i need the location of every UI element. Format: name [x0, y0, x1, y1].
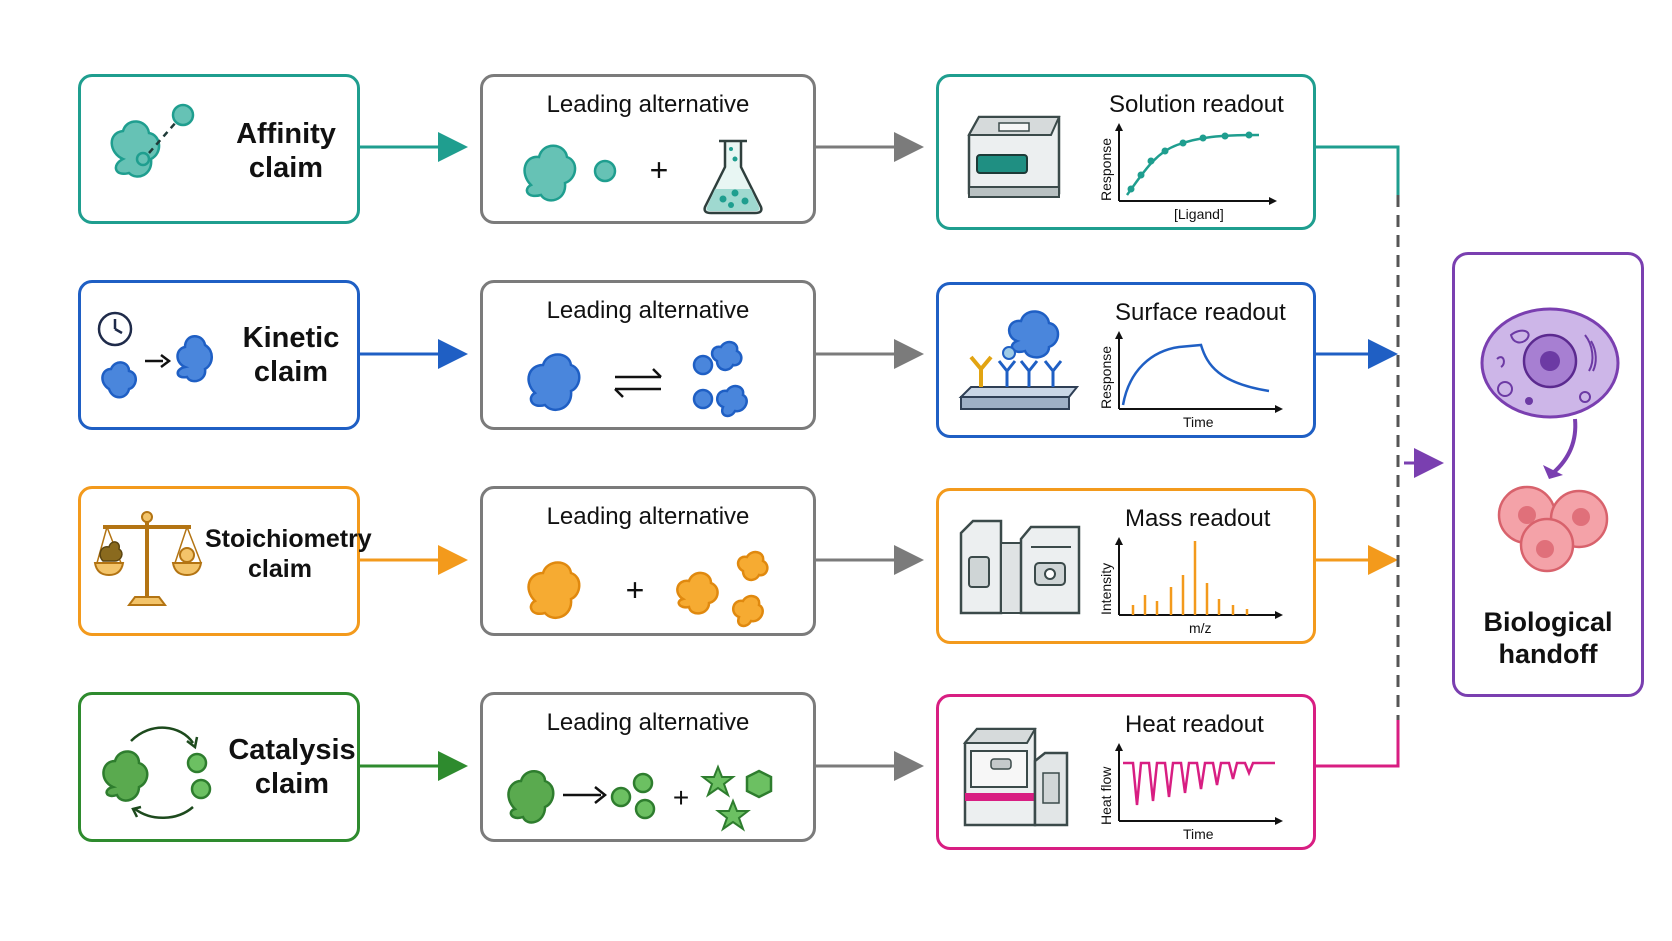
stoichiometry-claim-line2: claim [248, 554, 312, 583]
heat-readout-title: Heat readout [1125, 711, 1264, 738]
clock-binding-icon [97, 311, 213, 399]
x-axis-label: m/z [1189, 620, 1212, 636]
kinetic-claim-line1: Kinetic [242, 322, 340, 354]
conversion-products-icon: + [507, 764, 773, 832]
cells-icon [1497, 485, 1609, 573]
mass-readout-box: Mass readout Intensity m/z [936, 488, 1316, 644]
kinetic-claim-box: Kinetic claim [78, 280, 360, 430]
handoff-line1: Biological [1483, 607, 1613, 637]
svg-text:+: + [673, 782, 689, 813]
balance-scale-icon [93, 511, 203, 606]
mass-readout-title: Mass readout [1125, 505, 1271, 532]
kinetic-claim-line2: claim [253, 356, 329, 389]
kinetic-alternative-box: Leading alternative [480, 280, 816, 430]
surface-sensor-icon [958, 310, 1080, 410]
binding-curve-plot: Response [Ligand] [1098, 123, 1277, 222]
alternative-title: Leading alternative [546, 91, 750, 118]
mass-spectrum-plot: Intensity m/z [1098, 537, 1283, 636]
stoichiometry-alternative-box: Leading alternative + [480, 486, 816, 636]
x-axis-label: Time [1183, 826, 1214, 842]
y-axis-label: Response [1098, 138, 1114, 201]
solution-readout-box: Solution readout Response [Ligand] [936, 74, 1316, 230]
catalysis-claim-line2: claim [254, 768, 330, 801]
y-axis-label: Response [1098, 346, 1114, 409]
surface-readout-title: Surface readout [1115, 299, 1286, 326]
protein-plus-flask-icon: + [523, 139, 763, 215]
stoichiometry-claim-box: Stoichiometry claim [78, 486, 372, 636]
alternative-title: Leading alternative [546, 297, 750, 324]
heat-readout-box: Heat readout Heat flow Time [936, 694, 1316, 850]
thermogram-plot: Heat flow Time [1098, 743, 1283, 842]
handoff-label: Biological handoff [1455, 607, 1641, 671]
svg-text:+: + [626, 572, 645, 608]
sensorgram-plot: Response Time [1098, 331, 1283, 430]
stoichiometry-claim-label: Stoichiometry claim [205, 525, 372, 584]
cell-icon [1480, 307, 1620, 419]
solution-instrument-icon [967, 115, 1061, 198]
catalysis-claim-label: Catalysis claim [227, 733, 357, 801]
wire-solution-readout [1314, 145, 1400, 195]
bound-ligand-icon [110, 103, 195, 178]
x-axis-label: Time [1183, 414, 1214, 430]
x-axis-label: [Ligand] [1174, 206, 1224, 222]
wire-heat-readout [1314, 720, 1400, 768]
affinity-claim-box: Affinity claim [78, 74, 360, 224]
catalysis-claim-box: Catalysis claim [78, 692, 360, 842]
mass-spectrometer-icon [959, 519, 1081, 615]
alternative-title: Leading alternative [546, 503, 750, 530]
kinetic-claim-label: Kinetic claim [226, 321, 356, 389]
catalytic-cycle-icon [102, 726, 212, 819]
handoff-line2: handoff [1498, 638, 1598, 669]
solution-readout-title: Solution readout [1109, 91, 1284, 118]
surface-readout-box: Surface readout Response Time [936, 282, 1316, 438]
y-axis-label: Heat flow [1098, 766, 1114, 825]
equilibrium-icon [527, 340, 748, 418]
catalysis-alternative-box: Leading alternative + [480, 692, 816, 842]
calorimeter-icon [962, 727, 1069, 827]
affinity-claim-line1: Affinity [236, 118, 336, 150]
affinity-claim-line2: claim [248, 152, 324, 185]
affinity-alternative-box: Leading alternative + [480, 74, 816, 224]
alternative-title: Leading alternative [546, 709, 750, 736]
differentiation-arrow [1543, 418, 1578, 479]
biological-handoff-box: Biological handoff [1452, 252, 1644, 697]
affinity-claim-label: Affinity claim [221, 117, 351, 185]
catalysis-claim-line1: Catalysis [228, 734, 356, 766]
y-axis-label: Intensity [1098, 563, 1114, 615]
aggregate-plus-icon: + [527, 550, 769, 628]
svg-text:+: + [650, 152, 669, 188]
stoichiometry-claim-line1: Stoichiometry [205, 525, 372, 553]
